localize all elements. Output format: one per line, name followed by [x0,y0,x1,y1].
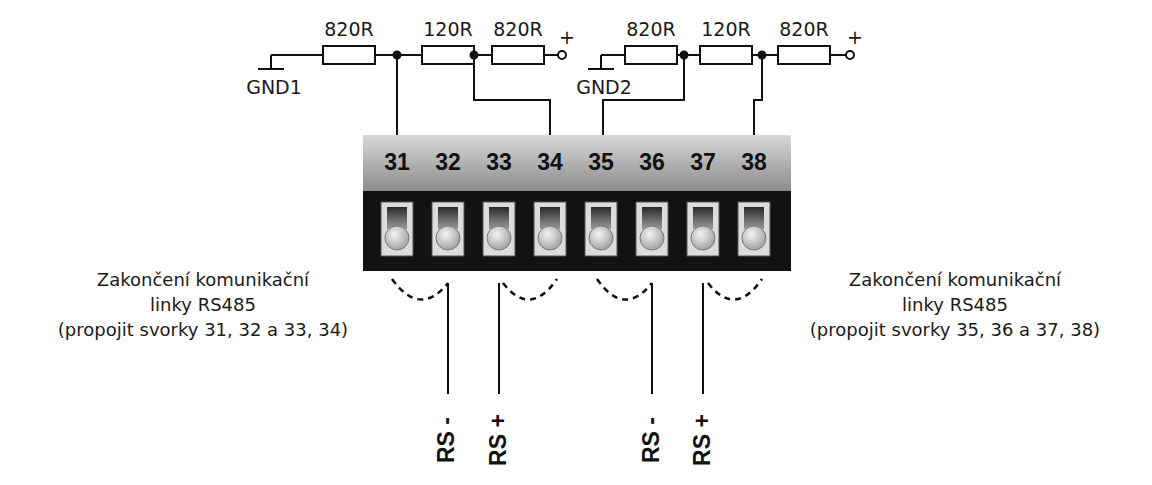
bus-wire [651,283,653,394]
terminal-block-top [363,135,791,191]
terminal-number: 32 [435,150,461,175]
jumper-arc [708,279,762,300]
note-line: linky RS485 [902,295,1008,315]
resistor-symbol [422,46,474,64]
wire [754,55,762,135]
resistor-symbol [492,46,544,64]
socket-screw [640,226,664,250]
ground-wire [270,55,272,69]
bus-wires [448,283,703,394]
jumper-arc [597,279,652,300]
socket-frame [585,202,617,256]
terminal-number: 34 [537,150,563,175]
socket-frame [636,202,668,256]
signal-name: RS + [486,414,511,466]
ground-name: GND2 [576,77,632,98]
resistor-value: 120R [701,19,750,40]
wire [601,54,625,56]
wire [474,55,550,135]
terminal-number: 36 [639,150,665,175]
resistor-symbol [323,46,375,64]
resistor-value: 820R [626,19,675,40]
socket-frame [738,202,770,256]
note-line: (propojit svorky 35, 36 a 37, 38) [810,320,1100,340]
note-line: (propojit svorky 31, 32 a 33, 34) [58,320,348,340]
resistor-symbol [700,46,752,64]
note-line: Zakončení komunikační [97,270,309,290]
terminal-number: 31 [384,150,410,175]
resistor-value: 820R [493,19,542,40]
terminal-number: 38 [741,150,767,175]
resistor-value: 120R [423,19,472,40]
socket-screw [589,226,613,250]
terminal-number: 37 [690,150,716,175]
supply-sign: + [847,27,863,48]
wire [830,54,846,56]
socket-frame [381,202,413,256]
socket-screw [436,226,460,250]
socket-frame [687,202,719,256]
bus-wire [447,283,449,394]
terminal-block-body [363,191,791,271]
note-line: Zakončení komunikační [849,270,1061,290]
jumper-arc [392,279,448,300]
socket-frame [432,202,464,256]
bus-wire [498,283,500,394]
socket-frame [534,202,566,256]
supply-terminal [558,51,566,59]
wire [544,54,558,56]
resistor-symbol [625,46,677,64]
socket-screw [691,226,715,250]
resistor-value: 820R [324,19,373,40]
supply-sign: + [559,27,575,48]
terminal-number: 35 [588,150,614,175]
note-line: linky RS485 [150,295,256,315]
socket-screw [385,226,409,250]
socket-frame [483,202,515,256]
ground-wire [600,55,602,69]
resistor-symbol [778,46,830,64]
ground-name: GND1 [246,77,302,98]
wire [271,54,323,56]
socket-screw [742,226,766,250]
wiring [258,46,854,135]
terminal-sockets [381,202,770,256]
wire [396,55,398,135]
terminal-number: 33 [486,150,512,175]
socket-screw [487,226,511,250]
socket-screw [538,226,562,250]
supply-terminal [846,51,854,59]
signal-name: RS + [690,414,715,466]
signal-name: RS - [434,417,459,463]
signal-name: RS - [639,417,664,463]
jumper-arc [503,279,557,300]
bus-wire [702,283,704,394]
resistor-value: 820R [779,19,828,40]
